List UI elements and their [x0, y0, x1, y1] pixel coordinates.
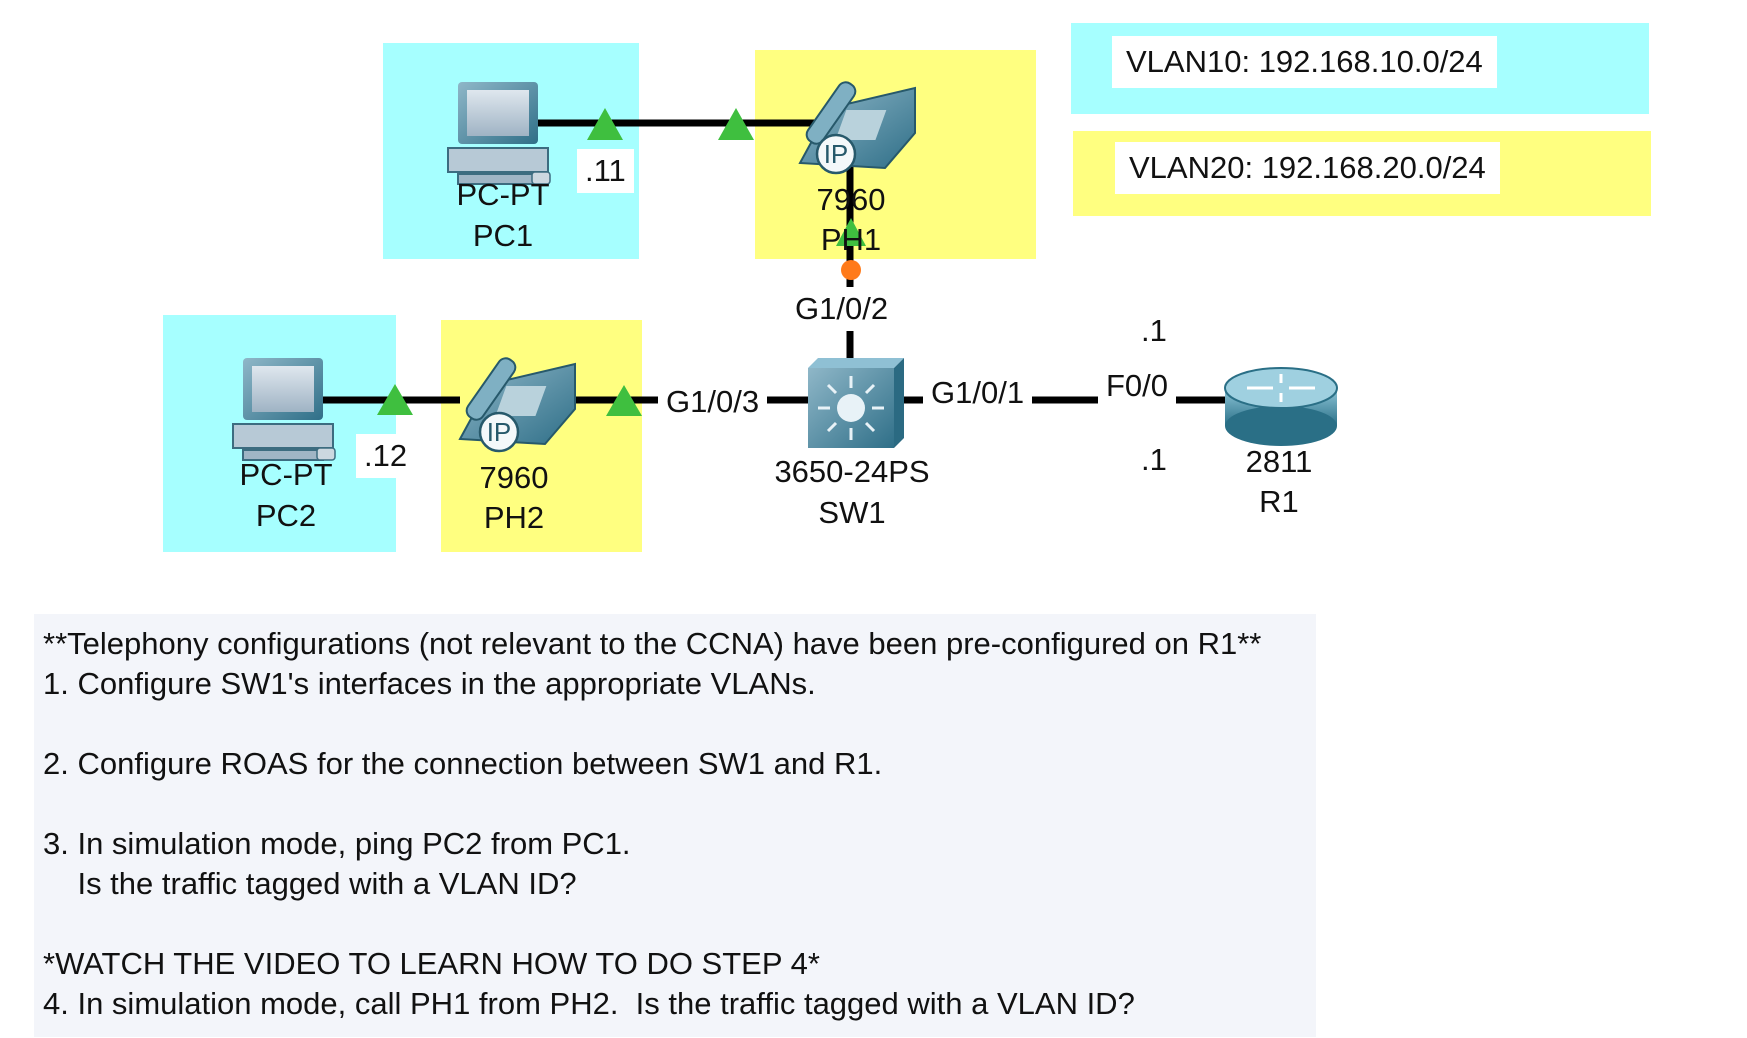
pc1-icon	[447, 82, 551, 185]
r1-f00-label: F0/0	[1098, 364, 1177, 408]
port-up-indicator	[377, 384, 413, 415]
ph1-ip-badge: IP	[823, 139, 849, 169]
note-video-hint: *WATCH THE VIDEO TO LEARN HOW TO DO STEP…	[43, 946, 820, 981]
sw1-g103-label: G1/0/3	[658, 380, 768, 424]
sw1-g101-label: G1/0/1	[923, 371, 1033, 415]
pc2-model-label[interactable]: PC-PT	[239, 457, 333, 492]
ph2-model-label[interactable]: 7960	[479, 460, 549, 495]
ph1-name-label[interactable]: PH1	[820, 222, 882, 257]
vlan20-legend-label: VLAN20: 192.168.20.0/24	[1115, 142, 1500, 194]
pc2-ip-label: .12	[356, 434, 416, 478]
note-step-1: 1. Configure SW1's interfaces in the app…	[43, 666, 816, 701]
pc2-icon	[232, 358, 336, 461]
r1-name-label[interactable]: R1	[1259, 484, 1299, 519]
port-indicators	[377, 108, 866, 416]
port-up-indicator	[587, 108, 623, 140]
port-wait-indicator	[841, 260, 861, 280]
ph1-model-label[interactable]: 7960	[816, 182, 886, 217]
note-preconfig: **Telephony configurations (not relevant…	[43, 626, 1262, 661]
ph2-ip-badge: IP	[486, 417, 512, 447]
vlan10-legend-label: VLAN10: 192.168.10.0/24	[1112, 36, 1497, 88]
r1-model-label[interactable]: 2811	[1245, 444, 1313, 479]
instructions-note: **Telephony configurations (not relevant…	[34, 614, 1316, 1037]
sw1-icon	[808, 358, 904, 448]
r1-icon	[1224, 367, 1338, 446]
pc1-ip-label: .11	[577, 149, 634, 193]
note-step-4: 4. In simulation mode, call PH1 from PH2…	[43, 986, 1135, 1021]
r1-subinterface-ip-top: .1	[1133, 309, 1175, 353]
sw1-name-label[interactable]: SW1	[818, 495, 886, 530]
note-step-3-question: Is the traffic tagged with a VLAN ID?	[43, 866, 577, 901]
note-step-3: 3. In simulation mode, ping PC2 from PC1…	[43, 826, 631, 861]
pc1-model-label[interactable]: PC-PT	[456, 177, 550, 212]
port-up-indicator	[718, 108, 754, 140]
pc2-name-label[interactable]: PC2	[255, 498, 317, 533]
sw1-model-label[interactable]: 3650-24PS	[774, 454, 930, 489]
ph2-ip-badge-circle	[478, 411, 520, 453]
ph2-name-label[interactable]: PH2	[483, 500, 545, 535]
port-up-indicator	[606, 385, 642, 416]
port-up-indicator	[836, 218, 866, 246]
note-step-2: 2. Configure ROAS for the connection bet…	[43, 746, 883, 781]
r1-subinterface-ip-bottom: .1	[1133, 438, 1175, 482]
pc1-name-label[interactable]: PC1	[472, 218, 534, 253]
ph1-ip-badge-circle	[815, 133, 857, 175]
sw1-g102-label: G1/0/2	[787, 287, 897, 331]
